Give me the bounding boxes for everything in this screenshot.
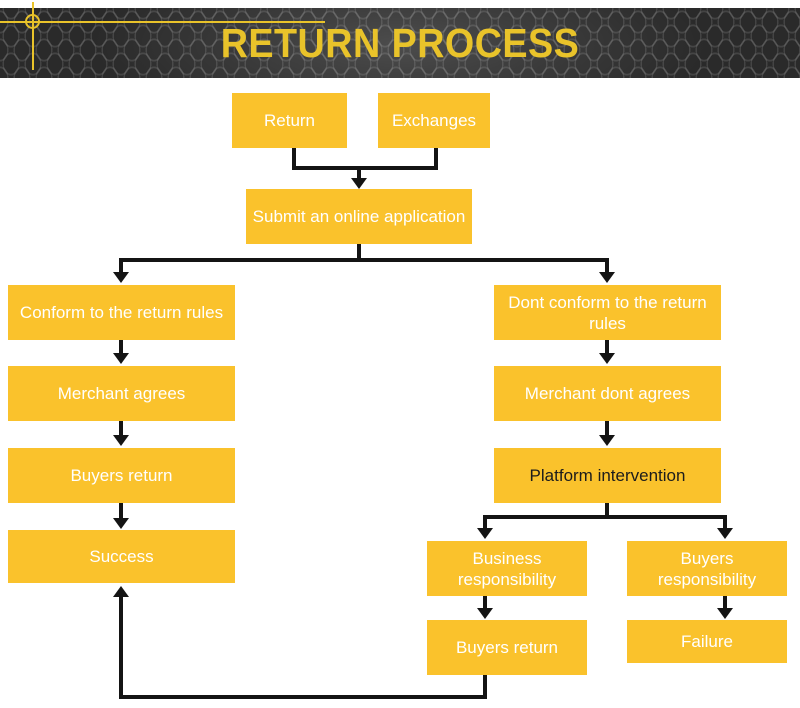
arrow-into-conform — [113, 272, 129, 283]
arrow-into-dont-conform — [599, 272, 615, 283]
edge-buyers-return-to-success — [119, 503, 123, 519]
edge-buyers-resp-to-failure — [723, 596, 727, 609]
arrow-into-buyers-return-right — [477, 608, 493, 619]
node-buyers-responsibility[interactable]: Buyers responsibility — [627, 541, 787, 596]
node-merchant-agrees[interactable]: Merchant agrees — [8, 366, 235, 421]
edge-merge-to-submit — [357, 166, 361, 180]
page-title: RETURN PROCESS — [220, 20, 580, 66]
edge-split-to-conform — [119, 258, 123, 274]
header-pattern-texture — [0, 8, 800, 78]
edge-loop-horizontal — [119, 695, 487, 699]
edge-platform-to-split — [605, 503, 609, 519]
arrow-into-failure — [717, 608, 733, 619]
edge-business-resp-to-buyers-return — [483, 596, 487, 609]
edge-dont-conform-to-merchant-dont — [605, 340, 609, 354]
node-dont-conform-to-return-rules[interactable]: Dont conform to the return rules — [494, 285, 721, 340]
node-conform-to-return-rules[interactable]: Conform to the return rules — [8, 285, 235, 340]
decorative-target-circle-icon — [25, 14, 40, 29]
edge-loop-up-to-success — [119, 597, 123, 695]
node-merchant-dont-agrees[interactable]: Merchant dont agrees — [494, 366, 721, 421]
node-failure[interactable]: Failure — [627, 620, 787, 663]
header-banner: RETURN PROCESS — [0, 8, 800, 78]
node-exchanges[interactable]: Exchanges — [378, 93, 490, 148]
node-buyers-return-left[interactable]: Buyers return — [8, 448, 235, 503]
edge-split-to-buyers-resp — [723, 515, 727, 529]
edge-merge-bar-top — [292, 166, 438, 170]
arrow-loop-into-success — [113, 586, 129, 597]
arrow-into-platform-intervention — [599, 435, 615, 446]
header-glow-overlay — [0, 8, 800, 78]
edge-split-bar — [119, 258, 607, 262]
arrow-into-business-responsibility — [477, 528, 493, 539]
arrow-into-buyers-responsibility — [717, 528, 733, 539]
node-success[interactable]: Success — [8, 530, 235, 583]
arrow-into-merchant-agrees — [113, 353, 129, 364]
edge-submit-to-split — [357, 244, 361, 260]
node-submit-online-application[interactable]: Submit an online application — [246, 189, 472, 244]
edge-split-to-business-resp — [483, 515, 487, 529]
edge-platform-split-bar — [483, 515, 727, 519]
decorative-horizontal-line — [0, 21, 325, 23]
arrow-into-success — [113, 518, 129, 529]
edge-return-to-merge — [292, 148, 296, 170]
arrow-into-submit — [351, 178, 367, 189]
edge-loop-down-from-buyers-return — [483, 675, 487, 699]
node-platform-intervention[interactable]: Platform intervention — [494, 448, 721, 503]
node-business-responsibility[interactable]: Business responsibility — [427, 541, 587, 596]
edge-split-to-dont-conform — [605, 258, 609, 274]
arrow-into-buyers-return-left — [113, 435, 129, 446]
node-return[interactable]: Return — [232, 93, 347, 148]
arrow-into-merchant-dont-agrees — [599, 353, 615, 364]
node-buyers-return-right[interactable]: Buyers return — [427, 620, 587, 675]
edge-merchant-agrees-to-buyers-return — [119, 421, 123, 435]
edge-exchanges-to-merge — [434, 148, 438, 170]
edge-conform-to-merchant-agrees — [119, 340, 123, 354]
edge-merchant-dont-to-platform — [605, 421, 609, 435]
decorative-vertical-line — [32, 2, 34, 70]
